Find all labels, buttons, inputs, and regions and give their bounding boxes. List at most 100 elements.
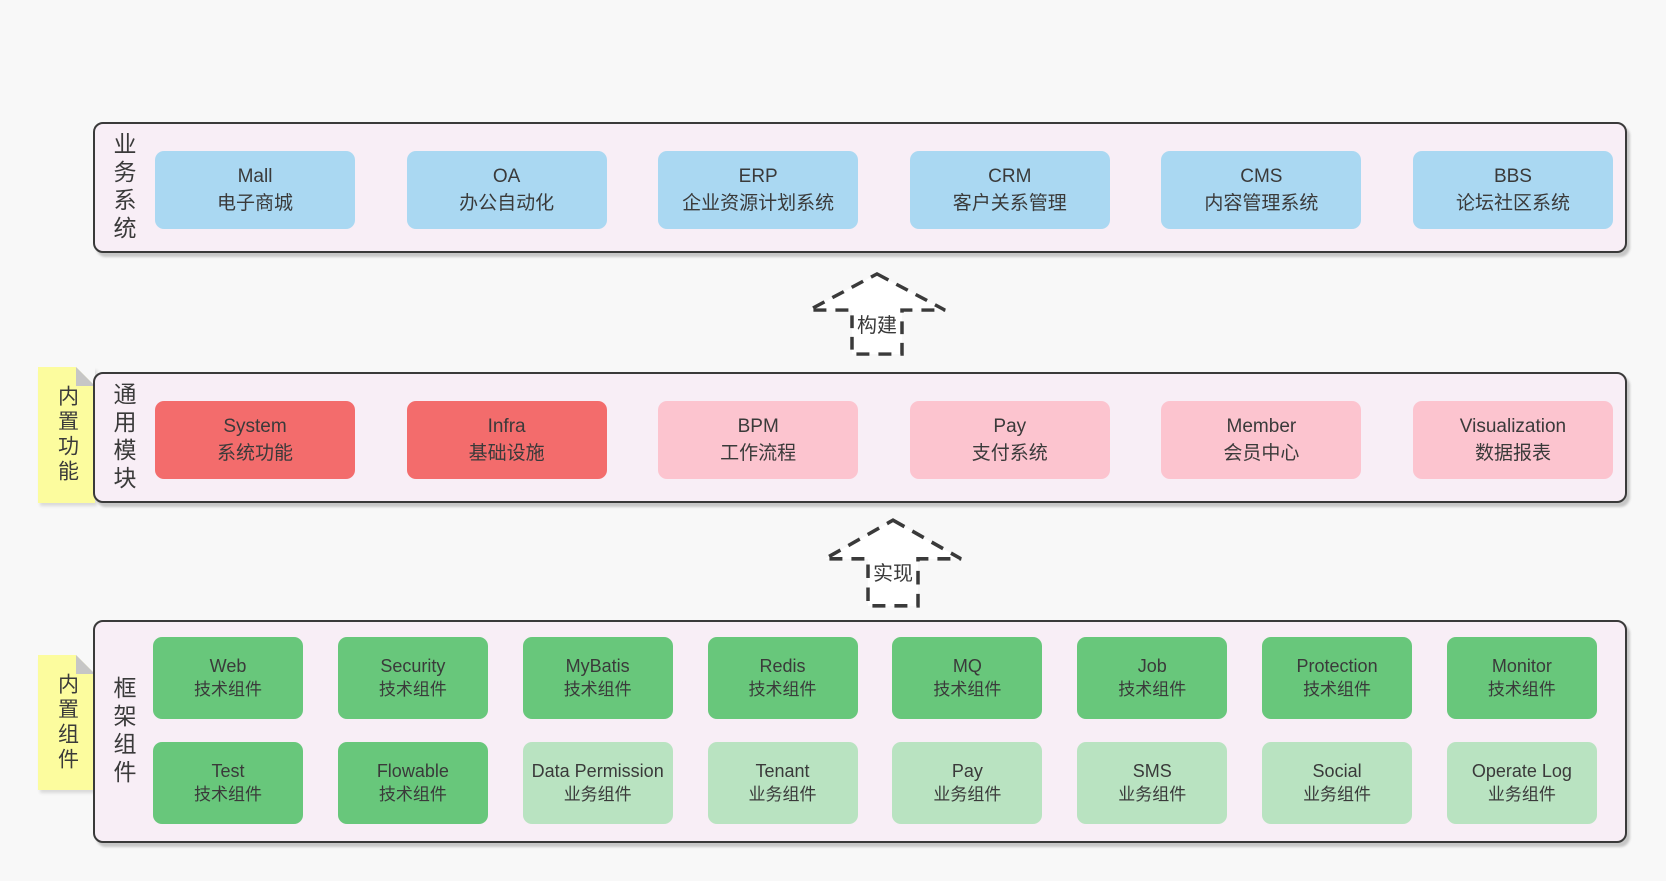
business-systems-panel: 业务系统 Mall 电子商城 OA 办公自动化 ERP 企业资源计划系统 CRM… xyxy=(93,122,1627,253)
box-erp: ERP 企业资源计划系统 xyxy=(658,151,859,229)
box-subtitle: 业务组件 xyxy=(933,785,1002,804)
framework-components-panel: 框架组件 Web 技术组件 Security 技术组件 MyBatis 技术组件… xyxy=(93,620,1627,843)
box-subtitle: 会员中心 xyxy=(1223,443,1300,464)
box-subtitle: 内容管理系统 xyxy=(1204,193,1319,214)
box-bpm: BPM 工作流程 xyxy=(658,401,859,479)
box-title: Test xyxy=(211,761,245,781)
box-subtitle: 技术组件 xyxy=(1118,680,1187,699)
business-systems-row: Mall 电子商城 OA 办公自动化 ERP 企业资源计划系统 CRM 客户关系… xyxy=(155,151,1613,229)
box-subtitle: 技术组件 xyxy=(194,785,262,804)
box-title: Mall xyxy=(237,166,273,187)
box-title: Member xyxy=(1226,416,1297,437)
box-subtitle: 基础设施 xyxy=(468,443,545,464)
box-cms: CMS 内容管理系统 xyxy=(1161,151,1362,229)
business-systems-label: 业务系统 xyxy=(110,131,136,244)
sticky-note-label: 内置组件 xyxy=(55,672,79,773)
box-subtitle: 业务组件 xyxy=(563,785,632,804)
box-title: BBS xyxy=(1493,166,1532,187)
sticky-note-built-in-features: 内置功能 xyxy=(38,367,95,503)
box-mall: Mall 电子商城 xyxy=(155,151,355,229)
build-arrow-label: 构建 xyxy=(855,308,899,338)
box-crm: CRM 客户关系管理 xyxy=(909,151,1110,229)
box-sms: SMS 业务组件 xyxy=(1077,742,1228,824)
box-subtitle: 客户关系管理 xyxy=(952,193,1067,214)
box-subtitle: 技术组件 xyxy=(378,785,447,804)
box-title: MQ xyxy=(952,656,982,676)
box-title: Data Permission xyxy=(531,761,664,781)
box-title: CMS xyxy=(1240,166,1283,187)
box-subtitle: 论坛社区系统 xyxy=(1455,193,1570,214)
box-oa: OA 办公自动化 xyxy=(406,151,607,229)
box-subtitle: 企业资源计划系统 xyxy=(682,193,835,214)
box-member: Member 会员中心 xyxy=(1161,401,1362,479)
common-modules-row: System 系统功能 Infra 基础设施 BPM 工作流程 Pay 支付系统… xyxy=(155,401,1613,479)
box-title: Job xyxy=(1137,656,1167,676)
box-redis: Redis 技术组件 xyxy=(707,637,858,719)
box-title: Security xyxy=(380,656,446,676)
framework-components-label: 框架组件 xyxy=(110,675,136,788)
implement-arrow-icon: 实现 xyxy=(813,516,973,610)
box-mq: MQ 技术组件 xyxy=(892,637,1043,719)
note-fold-corner-icon xyxy=(76,655,95,674)
box-title: Monitor xyxy=(1491,656,1552,676)
common-modules-label: 通用模块 xyxy=(110,381,136,494)
sticky-note-built-in-components: 内置组件 xyxy=(38,655,95,790)
box-social: Social 业务组件 xyxy=(1262,742,1413,824)
box-flowable: Flowable 技术组件 xyxy=(337,742,488,824)
box-subtitle: 业务组件 xyxy=(1118,785,1187,804)
box-subtitle: 支付系统 xyxy=(971,443,1048,464)
box-web: Web 技术组件 xyxy=(153,637,303,719)
box-title: ERP xyxy=(738,166,778,187)
box-mybatis: MyBatis 技术组件 xyxy=(522,637,673,719)
box-infra: Infra 基础设施 xyxy=(406,401,607,479)
box-system: System 系统功能 xyxy=(155,401,355,479)
sticky-note-label: 内置功能 xyxy=(55,385,79,485)
common-modules-panel: 通用模块 System 系统功能 Infra 基础设施 BPM 工作流程 Pay… xyxy=(93,372,1627,503)
box-title: Flowable xyxy=(376,761,449,781)
box-subtitle: 业务组件 xyxy=(748,785,817,804)
box-pay-business: Pay 业务组件 xyxy=(892,742,1043,824)
box-title: Web xyxy=(209,656,247,676)
box-title: Visualization xyxy=(1459,416,1567,437)
box-title: OA xyxy=(492,166,521,187)
box-security: Security 技术组件 xyxy=(337,637,488,719)
box-subtitle: 系统功能 xyxy=(216,443,293,464)
box-title: Pay xyxy=(993,416,1027,437)
framework-row-2: Test 技术组件 Flowable 技术组件 Data Permission … xyxy=(153,742,1597,824)
box-data-permission: Data Permission 业务组件 xyxy=(522,742,673,824)
box-subtitle: 技术组件 xyxy=(563,680,632,699)
box-bbs: BBS 论坛社区系统 xyxy=(1412,151,1613,229)
box-subtitle: 技术组件 xyxy=(748,680,817,699)
box-job: Job 技术组件 xyxy=(1077,637,1228,719)
box-title: Redis xyxy=(759,656,806,676)
box-subtitle: 业务组件 xyxy=(1487,785,1556,804)
box-protection: Protection 技术组件 xyxy=(1262,637,1413,719)
implement-arrow-label: 实现 xyxy=(871,557,915,587)
box-title: Operate Log xyxy=(1471,761,1572,781)
box-title: System xyxy=(223,416,287,437)
box-title: CRM xyxy=(988,166,1032,187)
note-fold-corner-icon xyxy=(76,367,95,386)
box-test: Test 技术组件 xyxy=(153,742,303,824)
box-subtitle: 技术组件 xyxy=(378,680,447,699)
box-title: Tenant xyxy=(755,761,810,781)
box-title: Pay xyxy=(951,761,983,781)
box-subtitle: 技术组件 xyxy=(1487,680,1556,699)
box-title: SMS xyxy=(1132,761,1172,781)
box-operate-log: Operate Log 业务组件 xyxy=(1446,742,1597,824)
box-subtitle: 办公自动化 xyxy=(459,193,555,214)
box-title: MyBatis xyxy=(565,656,630,676)
box-tenant: Tenant 业务组件 xyxy=(707,742,858,824)
box-subtitle: 工作流程 xyxy=(720,443,797,464)
box-subtitle: 数据报表 xyxy=(1474,443,1551,464)
box-subtitle: 技术组件 xyxy=(1303,680,1372,699)
box-monitor: Monitor 技术组件 xyxy=(1446,637,1597,719)
box-title: Infra xyxy=(487,416,526,437)
box-pay: Pay 支付系统 xyxy=(909,401,1110,479)
box-subtitle: 电子商城 xyxy=(216,193,293,214)
box-title: Protection xyxy=(1296,656,1378,676)
box-subtitle: 技术组件 xyxy=(194,680,262,699)
box-subtitle: 业务组件 xyxy=(1303,785,1372,804)
box-title: BPM xyxy=(737,416,779,437)
